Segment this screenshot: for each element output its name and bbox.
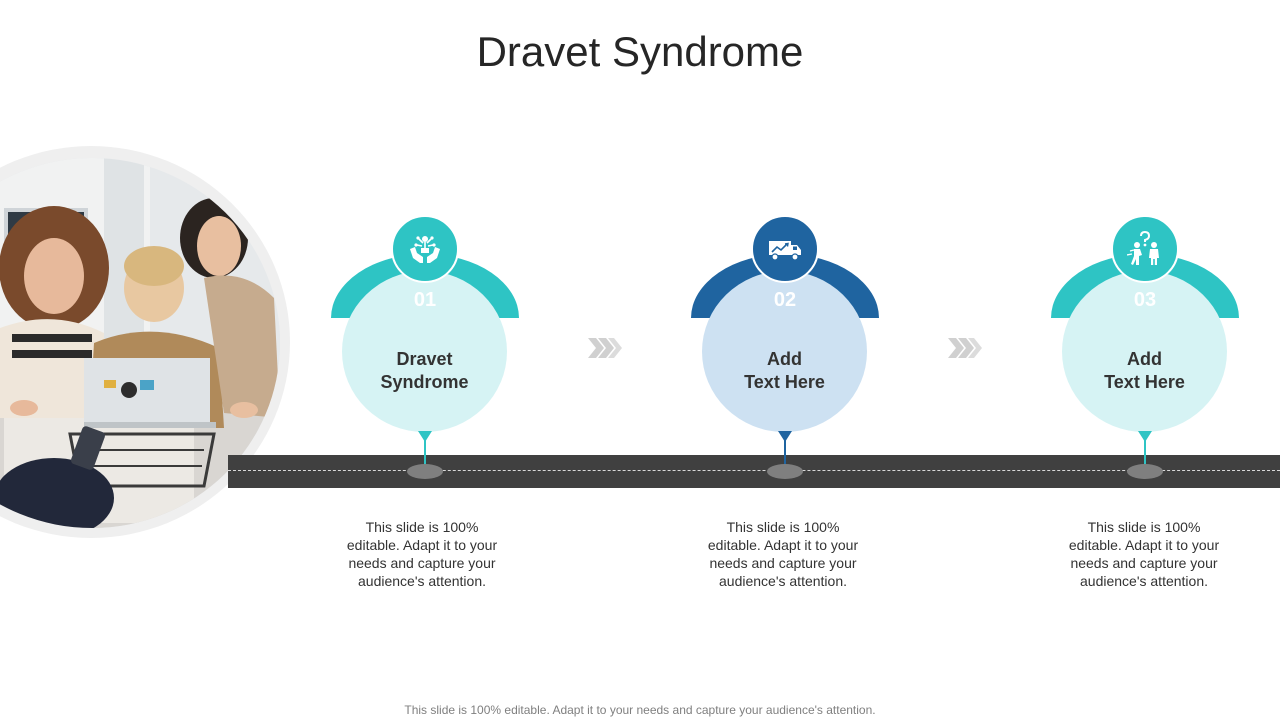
step-3-icon-badge [1111,215,1179,283]
step-2-pin-line [784,440,786,470]
page-title: Dravet Syndrome [476,28,804,75]
hands-with-ideas-icon [410,236,440,263]
step-2-label: Add Text Here [744,349,825,392]
step-3-pin-line [1144,440,1146,470]
step-1-icon-badge [391,215,459,283]
step-2-pin-base [767,464,803,479]
step-2-bubble [702,271,867,432]
step-1-pin-base [407,464,443,479]
step-1-description: This slide is 100% editable. Adapt it to… [346,519,498,589]
step-3-pin-base [1127,464,1163,479]
step-2-icon-badge [751,215,819,283]
step-1-label: Dravet Syndrome [380,349,469,392]
delivery-truck-chart-icon [769,241,801,261]
step-1-pin-tip [418,431,432,442]
step-2: Add Text Here 02 [691,214,879,484]
step-3-description: This slide is 100% editable. Adapt it to… [1068,519,1220,589]
step-2-pin-tip [778,431,792,442]
chevron-right-icon [948,338,982,358]
step-3-bubble [1062,271,1227,432]
road-center-line [228,470,1280,471]
step-2-description: This slide is 100% editable. Adapt it to… [707,519,859,589]
step-1-bubble [342,271,507,432]
step-2-number: 02 [773,289,797,311]
chevron-right-icon [588,338,622,358]
step-1: Dravet Syndrome 01 [331,214,519,484]
step-3-pin-tip [1138,431,1152,442]
step-3: Add Text Here 03 [1051,214,1239,484]
step-1-number: 01 [413,289,437,311]
timeline-road [228,455,1280,488]
step-3-label: Add Text Here [1104,349,1185,392]
people-question-icon [1127,231,1159,265]
step-3-number: 03 [1133,289,1157,311]
footer-note: This slide is 100% editable. Adapt it to… [404,703,876,717]
step-1-pin-line [424,440,426,470]
